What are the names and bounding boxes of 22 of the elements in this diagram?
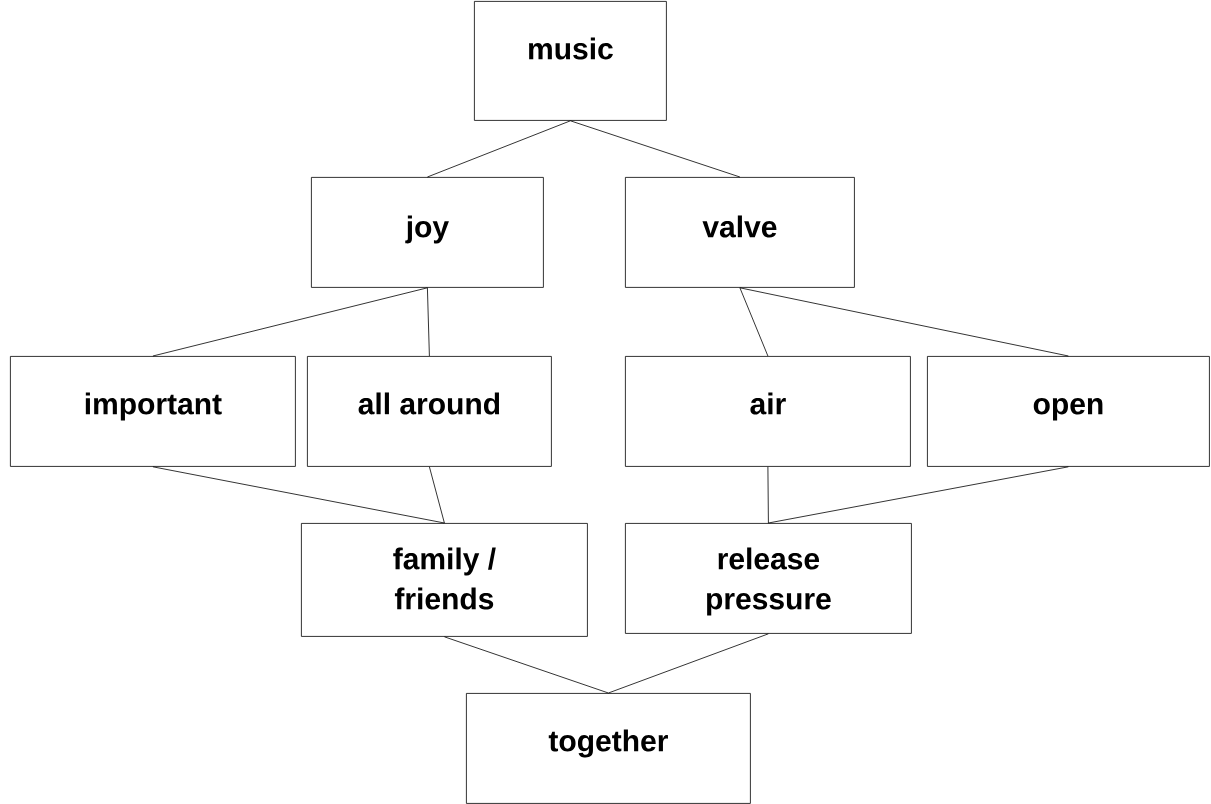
connector-line <box>427 120 571 178</box>
connector-line <box>152 287 428 357</box>
text-box: important <box>10 356 296 467</box>
text-box: valve <box>625 177 855 288</box>
connector-line <box>152 466 445 524</box>
connector-line <box>739 287 1069 357</box>
text-box: together <box>466 693 751 804</box>
text-box: open <box>927 356 1210 467</box>
text-box: release pressure <box>625 523 912 634</box>
connector-line <box>427 287 430 357</box>
text-box: family / friends <box>301 523 588 637</box>
text-box: air <box>625 356 911 467</box>
connector-line <box>444 636 609 694</box>
text-box: joy <box>311 177 544 288</box>
text-box: all around <box>307 356 552 467</box>
connector-line <box>570 120 741 178</box>
connector-line <box>767 466 769 524</box>
connector-line <box>768 466 1069 524</box>
connector-line <box>429 466 445 524</box>
connector-line <box>608 633 769 694</box>
connector-line <box>739 287 769 357</box>
text-box: music <box>474 1 667 121</box>
